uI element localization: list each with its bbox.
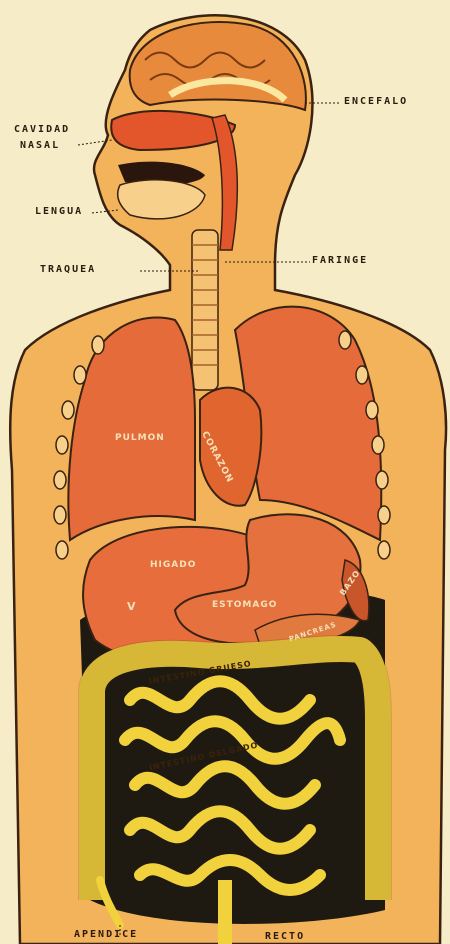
organ-label-higado: HIGADO [150, 560, 196, 570]
label-cavidad-nasal-2: NASAL [20, 140, 60, 151]
label-apendice: APENDICE [74, 929, 138, 940]
label-faringe: FARINGE [312, 255, 368, 266]
label-encefalo: ENCEFALO [344, 96, 408, 107]
label-traquea: TRAQUEA [40, 264, 96, 275]
label-cavidad-nasal-1: CAVIDAD [14, 124, 70, 135]
organ-label-v: V [127, 600, 137, 613]
label-recto: RECTO [265, 931, 305, 942]
trachea [192, 230, 218, 390]
label-lengua: LENGUA [35, 206, 83, 217]
organ-label-pulmon: PULMON [115, 433, 165, 443]
organ-label-estomago: ESTOMAGO [212, 600, 277, 610]
